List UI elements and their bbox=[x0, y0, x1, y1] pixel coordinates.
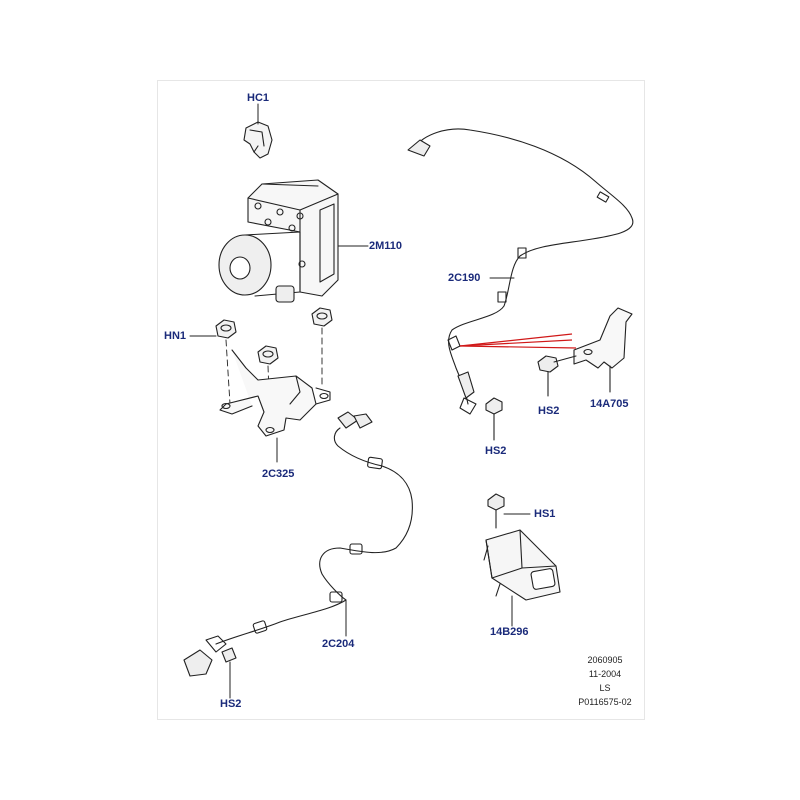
callout-hs2-bracket: HS2 bbox=[538, 405, 560, 417]
ref-number: 2060905 bbox=[587, 655, 623, 665]
highlight-lines bbox=[459, 333, 577, 349]
abs-modulator bbox=[218, 179, 339, 303]
diagram-sheet bbox=[157, 80, 645, 720]
callout-2m110: 2M110 bbox=[369, 240, 403, 252]
callout-hs2-front: HS2 bbox=[220, 698, 242, 710]
callout-14b296: 14B296 bbox=[490, 626, 529, 638]
bolt-hs1 bbox=[487, 493, 531, 529]
nut-hn1-left bbox=[215, 319, 237, 339]
bracket-bolt bbox=[537, 355, 577, 397]
modulator-bracket bbox=[219, 349, 331, 437]
callout-2c204: 2C204 bbox=[322, 638, 355, 650]
callout-2c190: 2C190 bbox=[448, 272, 481, 284]
sensor-bolt-rear bbox=[485, 397, 503, 441]
nut-center bbox=[257, 345, 279, 365]
nut-right bbox=[311, 307, 333, 327]
hc1-clip bbox=[243, 121, 273, 159]
ref-code: LS bbox=[599, 683, 611, 693]
callout-hs1: HS1 bbox=[534, 508, 556, 520]
callout-14a705: 14A705 bbox=[590, 398, 629, 410]
yaw-rate-module bbox=[483, 529, 561, 627]
callout-2c325: 2C325 bbox=[262, 468, 295, 480]
ref-date: 11-2004 bbox=[588, 669, 622, 679]
callout-hc1: HC1 bbox=[247, 92, 270, 104]
ref-part: P0116575-02 bbox=[578, 697, 632, 707]
rear-sensor-cable bbox=[407, 128, 634, 415]
sensor-bracket-14a705 bbox=[573, 307, 633, 393]
front-sensor-cable bbox=[183, 411, 413, 677]
callout-hn1: HN1 bbox=[164, 330, 187, 342]
callout-hs2-sensor: HS2 bbox=[485, 445, 507, 457]
